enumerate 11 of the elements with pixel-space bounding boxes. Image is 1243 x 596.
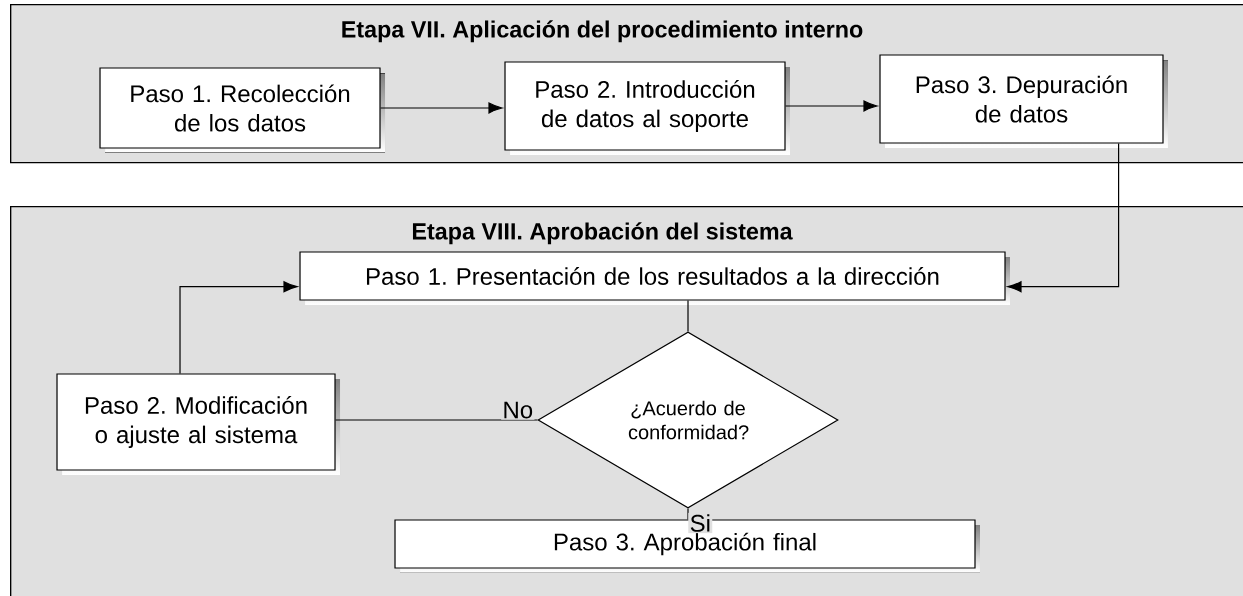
step-box: Paso 1. Recolección de los datos — [99, 67, 385, 153]
edge-label: No — [501, 400, 535, 420]
step-box: Paso 1. Presentación de los resultados a la dirección — [299, 251, 1010, 305]
arrow — [179, 281, 298, 374]
arrow — [380, 102, 503, 114]
arrow — [785, 100, 878, 112]
step-box: Paso 2. Introducción de datos al soporte — [504, 61, 790, 155]
step-box: Paso 3. Depuración de datos — [879, 54, 1168, 148]
edge-label: Si — [688, 512, 713, 534]
step-box: Paso 2. Modificación o ajuste al sistema — [56, 373, 340, 475]
arrow — [1007, 143, 1120, 293]
